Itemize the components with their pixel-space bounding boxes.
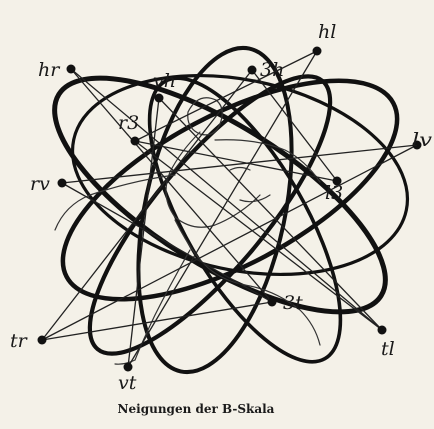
- point-r3: r3: [118, 112, 140, 146]
- figure-detail: [230, 168, 270, 202]
- point-hl-label: hl: [318, 21, 336, 43]
- point-tr-label: tr: [10, 330, 29, 352]
- point-rv: rv: [30, 173, 67, 195]
- point-tl: tl: [378, 326, 395, 361]
- point-hr-marker: [67, 65, 76, 74]
- point-3t: 3t: [268, 292, 304, 314]
- point-hr: hr: [38, 59, 76, 81]
- point-tl-marker: [378, 326, 387, 335]
- point-vt-label: vt: [118, 372, 137, 394]
- figure-torso: [166, 132, 260, 227]
- point-lv: lv: [412, 129, 432, 151]
- point-r3-marker: [131, 137, 140, 146]
- point-hl: hl: [313, 21, 337, 56]
- point-3h: 3h: [248, 59, 285, 81]
- point-3t-label: 3t: [283, 292, 303, 314]
- point-vt: vt: [118, 363, 137, 395]
- point-lv-label: lv: [412, 129, 432, 151]
- diagram-caption: Neigungen der B-Skala: [118, 402, 275, 416]
- point-vh-label: vh: [153, 70, 176, 92]
- connection-r3-l3: [135, 141, 337, 181]
- point-rv-label: rv: [30, 173, 50, 195]
- point-3h-marker: [248, 66, 257, 75]
- point-vh: vh: [153, 70, 176, 103]
- point-tr-marker: [38, 336, 47, 345]
- point-3h-label: 3h: [260, 59, 284, 81]
- point-rv-marker: [58, 179, 67, 188]
- point-vt-marker: [124, 363, 133, 372]
- point-tl-label: tl: [381, 338, 395, 360]
- point-l3: l3: [325, 177, 343, 205]
- point-hl-marker: [313, 47, 322, 56]
- connection-lines: [42, 51, 417, 367]
- orbit-5: [55, 46, 364, 385]
- point-vh-marker: [155, 94, 164, 103]
- point-tr: tr: [10, 330, 47, 352]
- point-3t-marker: [268, 298, 277, 307]
- orbits: [22, 34, 429, 389]
- connection-rv-lv: [62, 145, 417, 183]
- point-r3-label: r3: [118, 112, 139, 134]
- point-l3-label: l3: [325, 182, 343, 204]
- point-hr-label: hr: [38, 59, 61, 81]
- orbit-1: [31, 37, 428, 343]
